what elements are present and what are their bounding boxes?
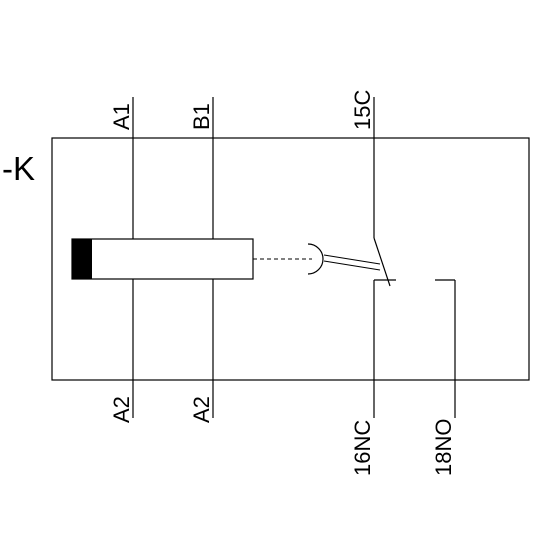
- relay-housing: [51, 137, 530, 381]
- device-tag-label: -K: [2, 150, 35, 187]
- actuator-line-upper: [323, 254, 381, 265]
- actuator-arc: [307, 243, 324, 275]
- terminal-label-b1: B1: [189, 103, 214, 130]
- switch-blade: [373, 237, 391, 287]
- terminal-label-a2-right: A2: [189, 396, 214, 423]
- relay-coil: [71, 238, 254, 280]
- terminal-label-18no: 18NO: [431, 419, 456, 476]
- terminal-label-a2-left: A2: [109, 396, 134, 423]
- coil-marker: [72, 239, 92, 279]
- terminal-label-a1: A1: [109, 103, 134, 130]
- actuator-line-lower: [323, 260, 381, 271]
- terminal-label-16nc: 16NC: [350, 420, 375, 476]
- terminal-label-15c: 15C: [350, 90, 375, 130]
